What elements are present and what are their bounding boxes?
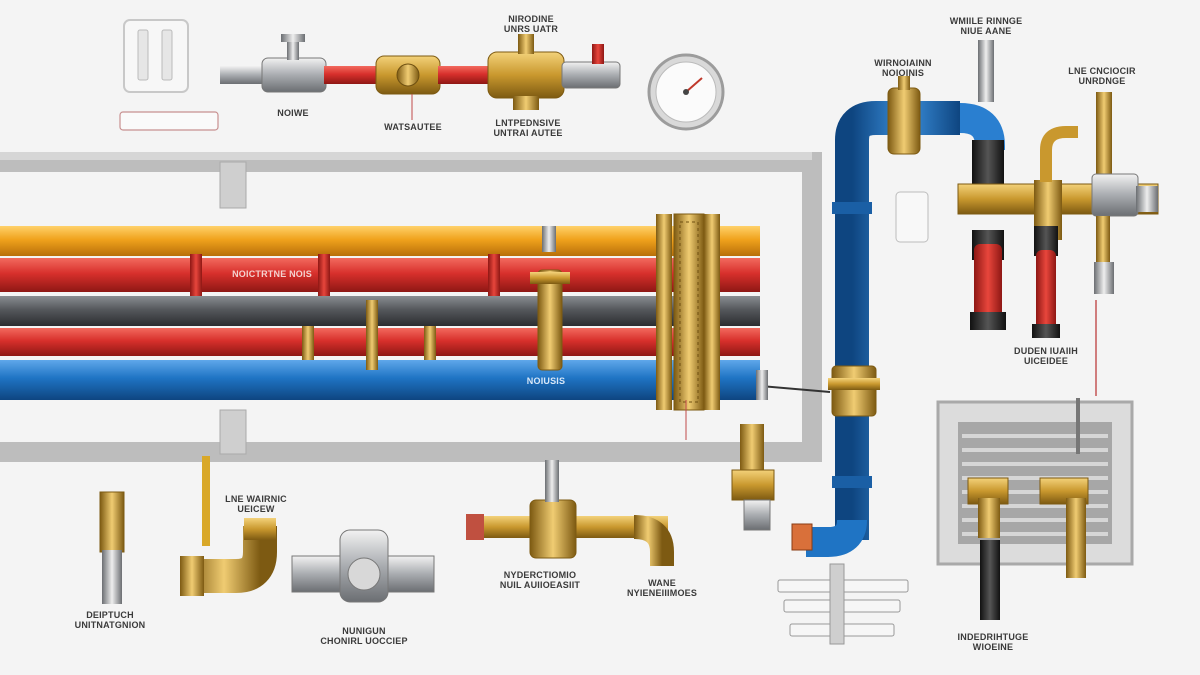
switch-box-icon [895, 191, 929, 243]
pressure-gauge-icon [647, 53, 725, 131]
label-right-red-pipes: DUDEN IUAIIH UICEIDEE [1014, 346, 1078, 366]
leader-lines [411, 94, 687, 440]
top-valve-assembly [220, 34, 621, 110]
manifold-frame [0, 152, 822, 462]
label-top-caption: NIRODINE UNRS UATR [503, 14, 559, 34]
label-bottom-elbow: WANE NYIENEIIIMOES [626, 578, 698, 598]
label-bottom-tee: NYDERCTIOMIO NUIL AUIIOEASIIT [499, 570, 581, 590]
brass-manifold-header [656, 213, 754, 411]
label-pipe-red-tag: NOICTRTNE NOIS [232, 269, 312, 279]
small-parts-tray [777, 563, 909, 645]
label-far-right-top: WMIILE RINNGE NIUE AANE [949, 16, 1023, 36]
horizontal-pipes [0, 226, 760, 400]
label-left-union: DEIPTUCH UNITNATGNION [74, 610, 146, 630]
wall-plate-icon [119, 19, 219, 131]
vent-box [936, 398, 1134, 620]
right-valve-cluster [957, 40, 1159, 396]
label-bottom-vent: INDEDRIHTUGE WIOEINE [957, 632, 1029, 652]
label-top-right-brass: WIRNOIAINN NOIOINIS [874, 58, 932, 78]
bottom-fittings [99, 424, 775, 604]
label-steel-tee: NUNIGUN CHONIRL UOCCIEP [320, 626, 408, 646]
label-far-right-side: LNE CNCIOCIR UNRDNGE [1068, 66, 1136, 86]
label-top-brass: LNTPEDNSIVE UNTRAI AUTEE [493, 118, 563, 138]
label-brass-elbow: LNE WAIRNIC UEICEW [225, 494, 287, 514]
label-pipe-blue-tag: NOIUSIS [526, 376, 566, 386]
label-top-water: WATSAUTEE [384, 122, 442, 132]
label-top-valve: NOIWE [277, 108, 309, 118]
